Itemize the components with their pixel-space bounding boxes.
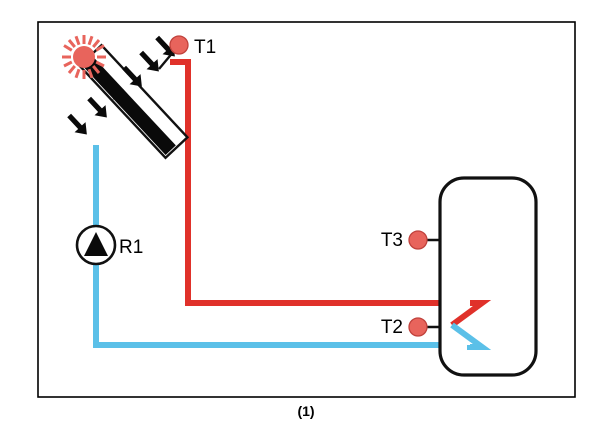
sensor-t2-label: T2	[381, 317, 403, 338]
pump-triangle-icon	[84, 232, 108, 256]
sensor-t1-label: T1	[194, 37, 216, 58]
sensor-t3-label: T3	[381, 230, 403, 251]
hot-flow-pipe	[170, 59, 470, 306]
figure-caption: (1)	[297, 403, 314, 419]
cold-return-pipe	[93, 145, 470, 348]
sensor-t3: T3	[381, 230, 441, 251]
irradiation-arrow	[122, 65, 142, 87]
heat-exchanger-coil	[450, 300, 492, 350]
irradiation-arrow	[67, 113, 87, 135]
sensor-t2: T2	[381, 317, 441, 338]
irradiation-arrow	[105, 80, 125, 102]
tank-body	[438, 176, 538, 377]
sensor-t2-dot	[408, 317, 428, 337]
sensor-t3-dot	[408, 230, 428, 250]
sensor-t1: T1	[158, 35, 216, 70]
irradiation-arrow	[139, 50, 159, 72]
heat-exchanger-cold-leg	[450, 322, 492, 350]
storage-tank	[438, 176, 538, 377]
irradiation-arrow	[87, 96, 107, 118]
irradiation-arrow	[155, 35, 175, 57]
pump-label: R1	[119, 237, 143, 258]
sun-core	[73, 46, 95, 68]
circulation-pump: R1	[75, 224, 143, 266]
irradiation-arrows	[67, 35, 175, 135]
sun-rays	[62, 35, 106, 79]
piping-group	[93, 59, 470, 348]
sensor-t1-dot	[169, 35, 189, 55]
sun-icon	[62, 35, 106, 79]
heat-exchanger-hot-leg	[450, 300, 492, 328]
collector-absorber	[82, 56, 176, 155]
